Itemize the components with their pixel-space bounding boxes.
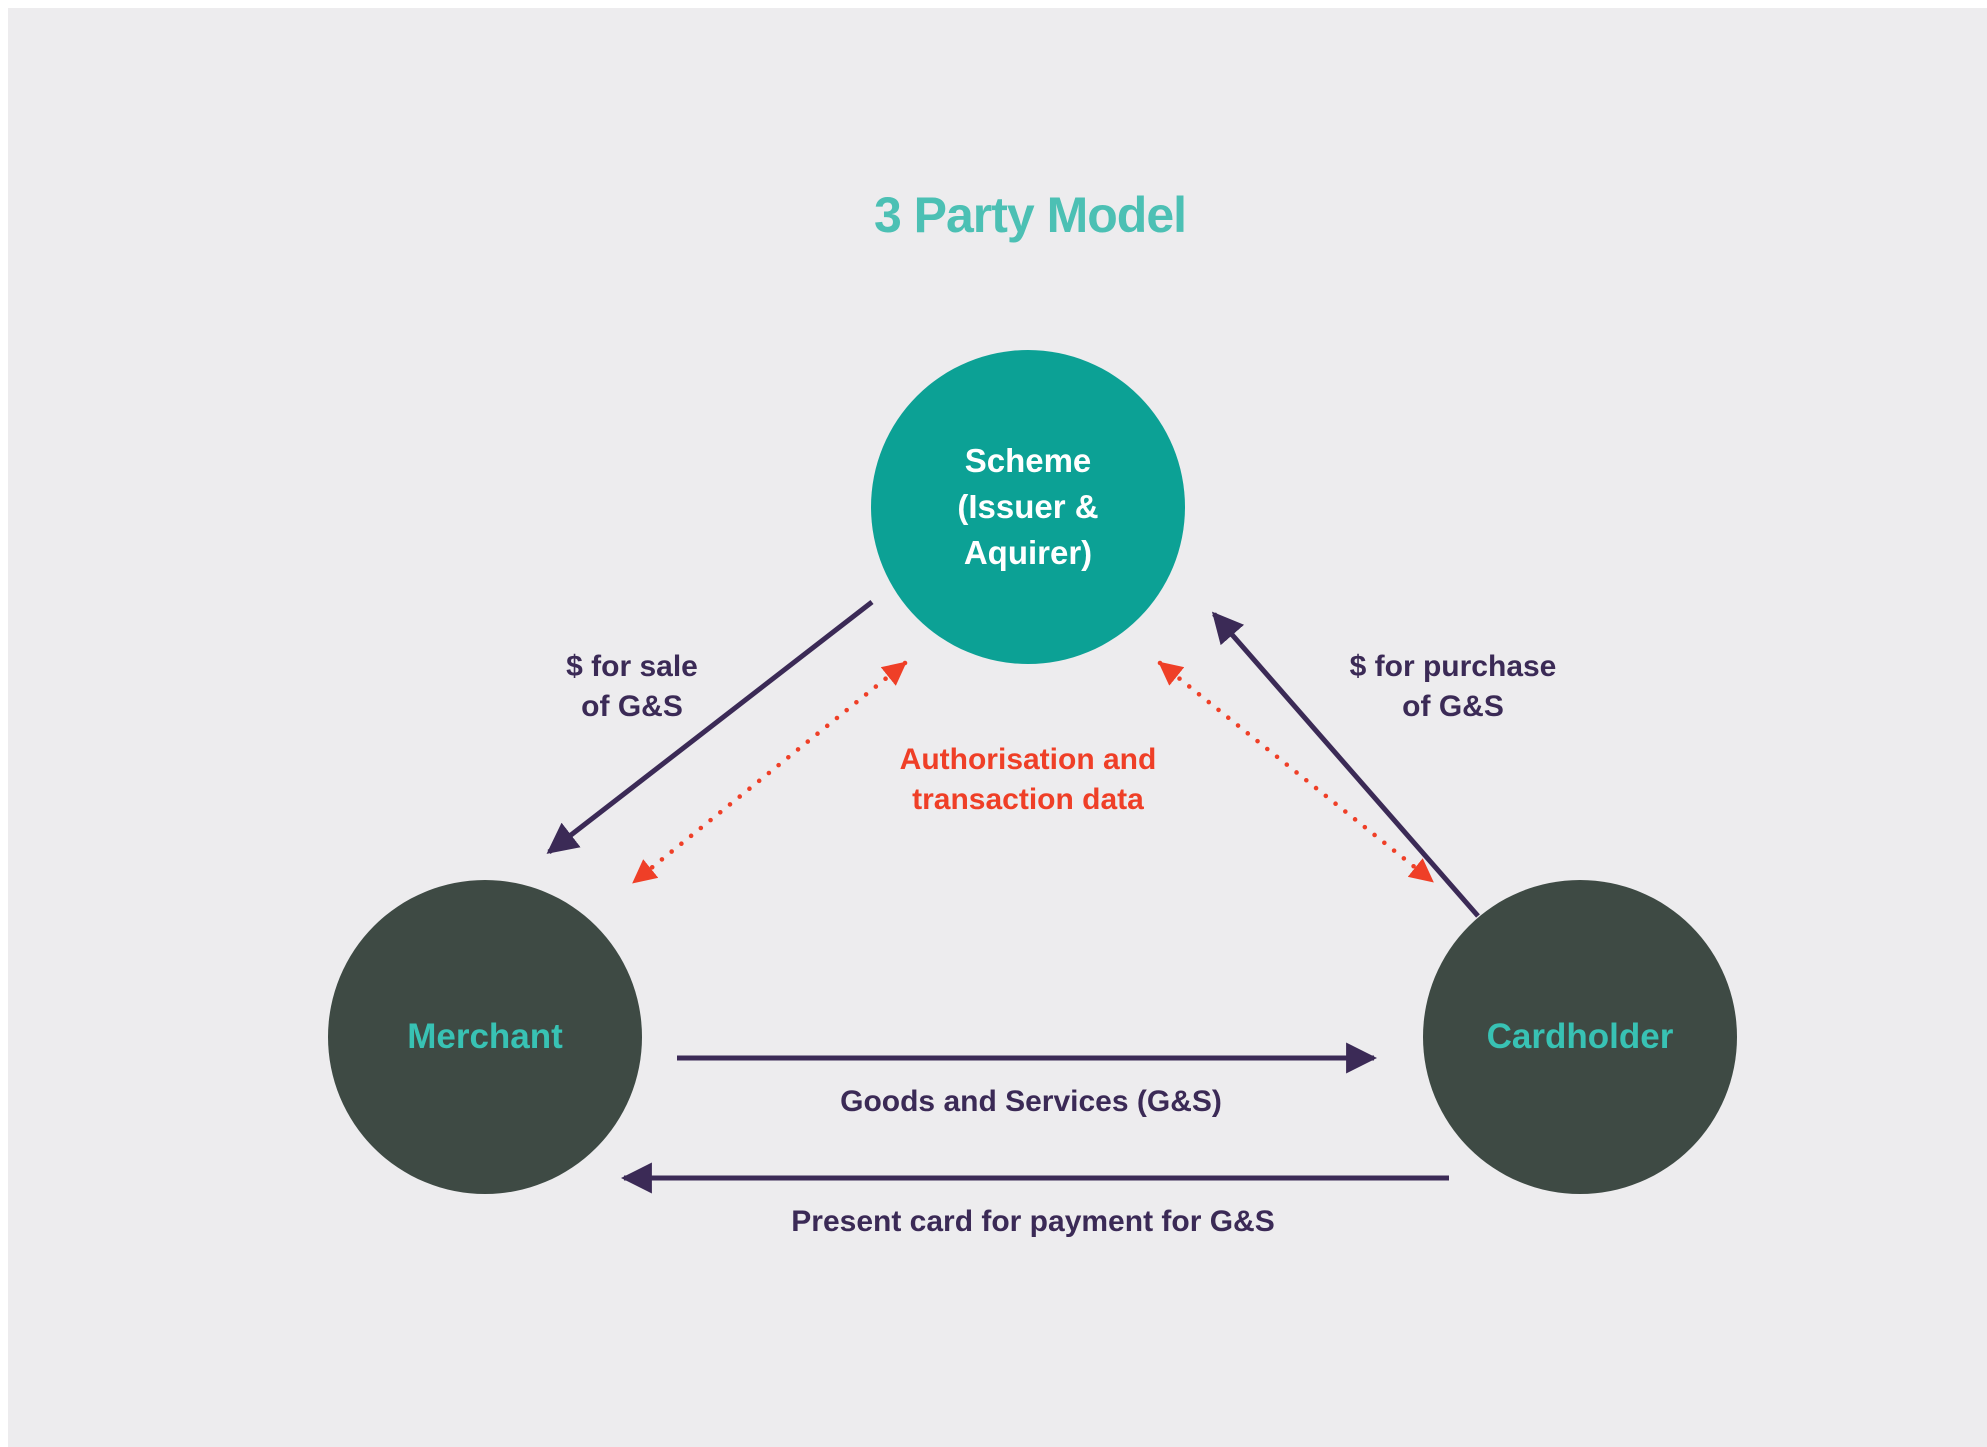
arrow-dotted-scheme-merchant xyxy=(631,660,908,885)
arrow-dotted-scheme-cardholder xyxy=(1157,660,1435,884)
node-merchant: Merchant xyxy=(328,880,642,1194)
node-cardholder-label: Cardholder xyxy=(1486,1017,1674,1056)
arrow-scheme-to-merchant xyxy=(546,600,874,854)
label-sale-line1: $ for sale xyxy=(566,650,698,683)
label-purchase-line1: $ for purchase xyxy=(1349,650,1557,683)
label-sale: $ for sale of G&S xyxy=(566,647,698,727)
label-authorisation-line1: Authorisation and xyxy=(899,743,1157,776)
node-scheme-line1: Scheme xyxy=(964,442,1092,479)
node-merchant-label: Merchant xyxy=(407,1017,563,1056)
node-cardholder: Cardholder xyxy=(1423,880,1737,1194)
node-scheme: Scheme (Issuer & Aquirer) xyxy=(871,350,1185,664)
label-purchase-line2: of G&S xyxy=(1402,690,1504,723)
label-authorisation-line2: transaction data xyxy=(912,783,1144,816)
diagram-canvas: 3 Party Model Scheme (Issuer & Aquirer) … xyxy=(8,8,1987,1447)
label-present-card: Present card for payment for G&S xyxy=(791,1205,1275,1238)
diagram-title: 3 Party Model xyxy=(873,187,1187,243)
node-scheme-line3: Aquirer) xyxy=(963,534,1093,571)
label-sale-line2: of G&S xyxy=(581,690,683,723)
label-authorisation: Authorisation and transaction data xyxy=(900,740,1157,820)
node-scheme-line2: (Issuer & xyxy=(957,488,1099,525)
label-goods-and-services: Goods and Services (G&S) xyxy=(840,1085,1222,1118)
label-purchase: $ for purchase of G&S xyxy=(1350,647,1557,727)
